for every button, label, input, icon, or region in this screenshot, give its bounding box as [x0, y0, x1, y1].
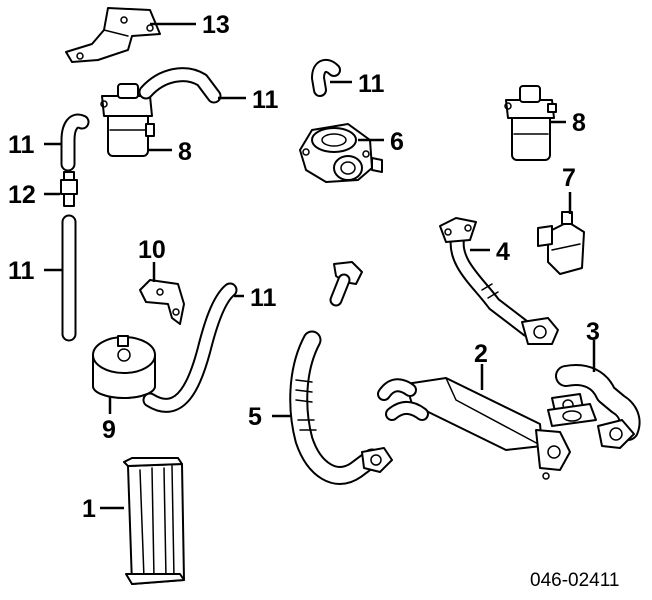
solenoid-7: [537, 211, 585, 275]
egr-pipe-4: [439, 217, 559, 345]
egr-flex-pipe-5: [289, 261, 393, 485]
callout-11-top: 11: [252, 86, 279, 114]
callout-4: 4: [496, 238, 510, 266]
callout-8-left: 8: [178, 138, 192, 166]
callout-9: 9: [102, 416, 116, 444]
callout-11-reservoir: 11: [250, 284, 277, 312]
callout-1: 1: [82, 495, 96, 523]
hose-11-small: [311, 58, 341, 97]
hose-11-left-short: [60, 113, 90, 172]
callout-12: 12: [8, 181, 36, 209]
callout-11-left-long: 11: [8, 257, 35, 285]
callout-2: 2: [474, 340, 488, 368]
callout-3: 3: [586, 318, 600, 346]
vacuum-reservoir-9: [92, 335, 156, 399]
bracket-10: [139, 279, 185, 325]
figure-code: 046-02411: [530, 570, 619, 591]
egr-cooler-2: [377, 377, 571, 480]
callout-6: 6: [390, 128, 404, 156]
callout-8-right: 8: [572, 109, 586, 137]
callout-11-left-short: 11: [8, 131, 35, 159]
egr-pipe-3: [547, 364, 641, 449]
egr-valve-6: [299, 123, 383, 183]
callout-11-small: 11: [358, 70, 385, 98]
callout-5: 5: [248, 403, 262, 431]
vacuum-valve-8-right: [504, 85, 557, 161]
vacuum-valve-8-left: [100, 83, 155, 157]
callout-10: 10: [138, 236, 166, 264]
bracket-13: [65, 7, 161, 63]
hose-11-reservoir: [142, 282, 238, 413]
callout-7: 7: [562, 164, 576, 192]
cooler-core-1: [123, 457, 185, 585]
callout-13: 13: [202, 11, 230, 39]
connector-12: [60, 171, 78, 207]
hose-11-top: [138, 67, 222, 104]
